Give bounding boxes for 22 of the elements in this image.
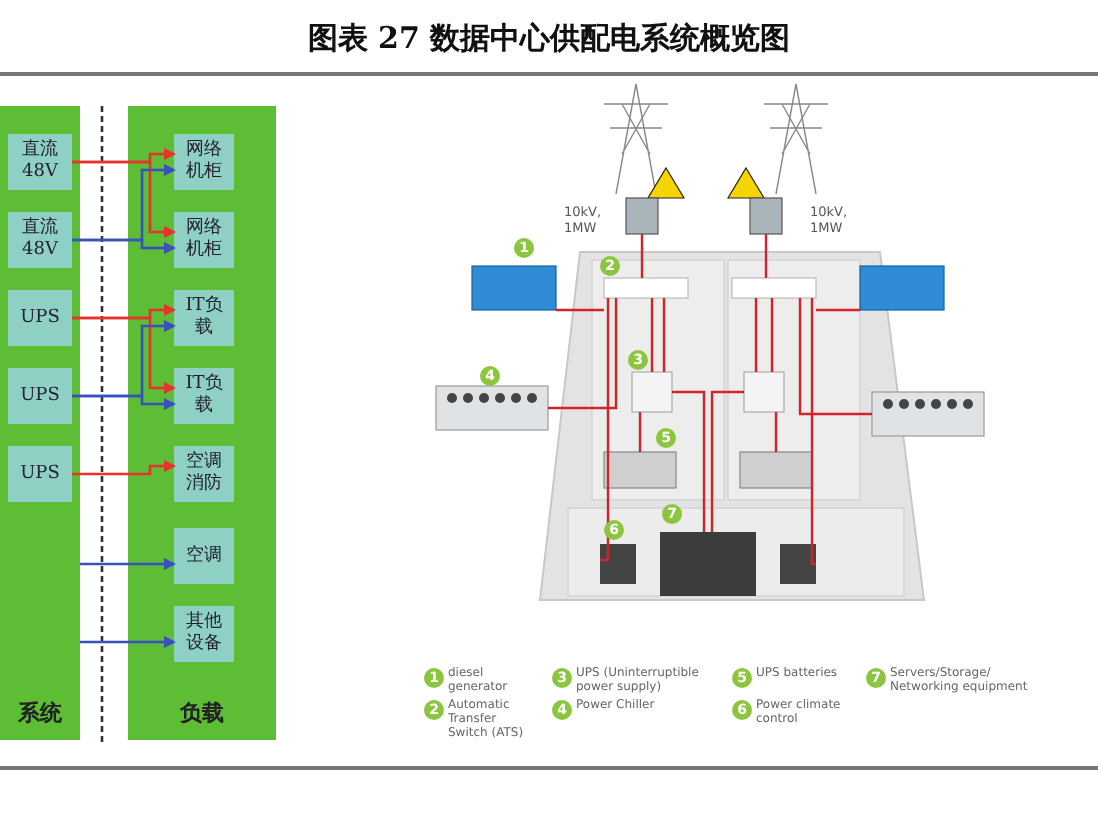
process-box: IT负载	[174, 368, 234, 424]
process-box: IT负载	[174, 290, 234, 346]
process-box: UPS	[8, 446, 72, 502]
panel-title: 系统	[16, 698, 64, 728]
arrow	[72, 460, 176, 476]
process-box: 空调	[174, 528, 234, 584]
panel-title: 负载	[178, 698, 226, 728]
process-box: UPS	[8, 290, 72, 346]
process-box: 网络机柜	[174, 134, 234, 190]
process-box: 其他设备	[174, 606, 234, 662]
process-box: 直流48V	[8, 212, 72, 268]
arrow	[72, 394, 176, 410]
process-box: 直流48V	[8, 134, 72, 190]
panel-background	[128, 106, 276, 740]
panel-background	[0, 106, 80, 740]
arrow	[72, 238, 176, 254]
arrow	[80, 636, 176, 648]
process-box: 网络机柜	[174, 212, 234, 268]
arrow	[80, 558, 176, 570]
process-box: 空调消防	[174, 446, 234, 502]
process-box: UPS	[8, 368, 72, 424]
chart-title: 图表 27 数据中心供配电系统概览图	[305, 20, 793, 58]
